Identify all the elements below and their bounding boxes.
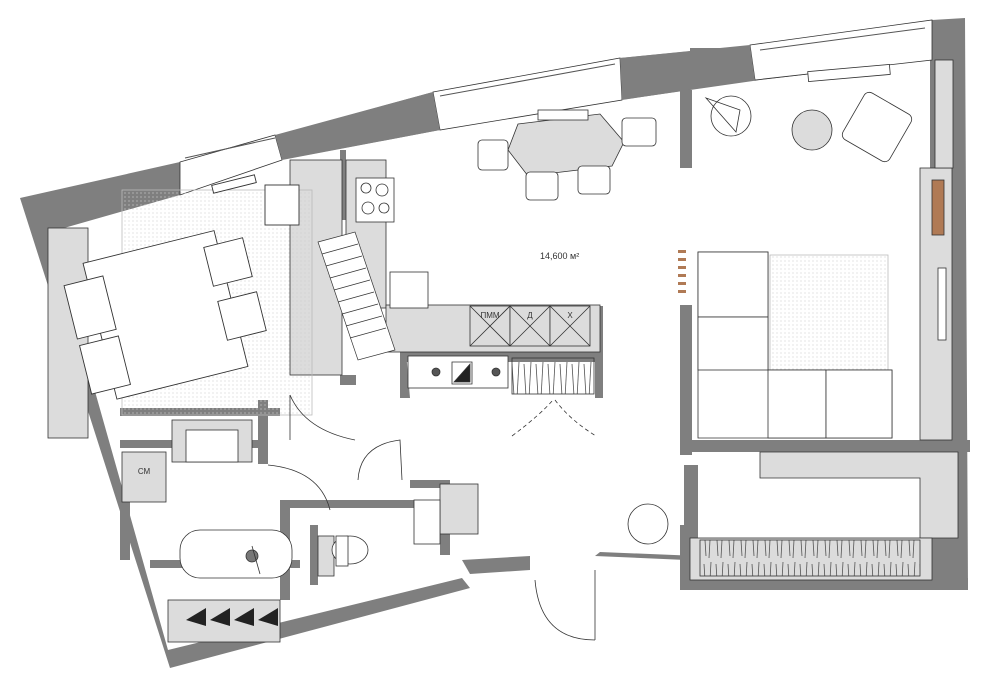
dishwasher-label: ПММ — [480, 311, 499, 320]
wardrobe-hatch — [511, 357, 921, 577]
stairs — [317, 231, 396, 361]
hall-round-table — [627, 503, 669, 545]
window-segments — [179, 19, 933, 196]
area-label: 14,600 м² — [540, 251, 579, 261]
bed — [63, 174, 300, 400]
living-furniture — [704, 64, 947, 341]
sofa — [697, 251, 893, 439]
h-label: Х — [567, 311, 573, 320]
bathroom — [179, 429, 441, 579]
door-swings — [267, 394, 597, 641]
d-label: Д — [527, 311, 533, 320]
radiator-marks — [678, 250, 686, 293]
shoe-rack — [186, 608, 278, 626]
closet-label: СМ — [138, 467, 151, 476]
dining-set — [477, 109, 657, 201]
appliance-labels: ПММ Д Х — [480, 311, 573, 320]
kitchen — [355, 177, 591, 389]
